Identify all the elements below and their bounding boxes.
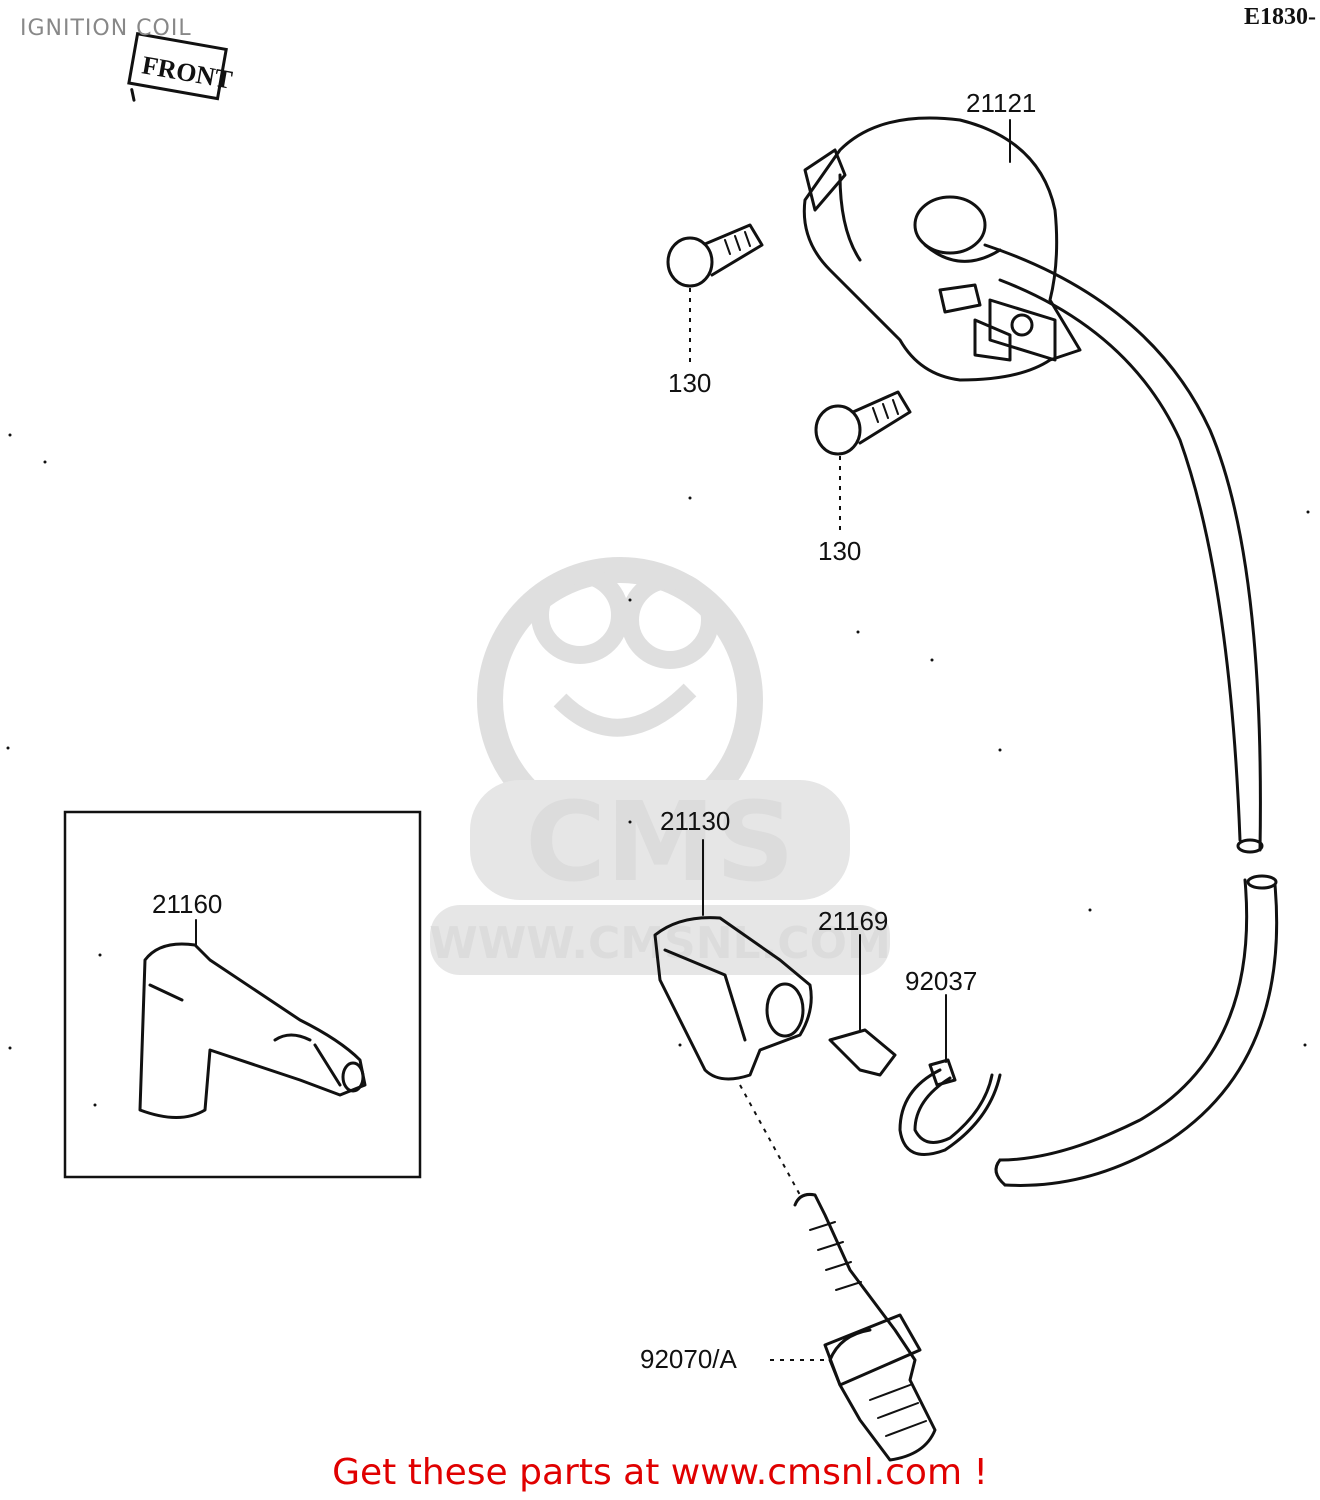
part-number-plug: 92070/A [640, 1344, 738, 1374]
part-number-bolt-upper: 130 [668, 368, 711, 398]
footer-link-text[interactable]: Get these parts at www.cmsnl.com ! [332, 1452, 988, 1493]
bolt-upper [666, 223, 764, 362]
inset-box [63, 810, 422, 1179]
clip [828, 934, 897, 1077]
scan-specks [6, 433, 1310, 1107]
part-number-bolt-lower: 130 [818, 536, 861, 566]
spark-plug [739, 1084, 937, 1462]
front-marker: FRONT [127, 32, 234, 102]
part-number-band: 92037 [905, 966, 977, 996]
part-number-cap-inset: 21160 [152, 889, 222, 919]
watermark-url: WWW.CMSNL.COM [429, 918, 891, 969]
plug-cap [653, 839, 813, 1081]
ignition-coil [802, 116, 1082, 382]
band [898, 994, 1002, 1156]
part-number-clip: 21169 [818, 906, 888, 936]
diagram-code: E1830- [1244, 4, 1316, 30]
ht-lead [983, 243, 1279, 1187]
watermark-brand: CMS [525, 778, 794, 906]
part-number-coil: 21121 [966, 88, 1036, 118]
bolt-lower [814, 390, 912, 532]
diagram-title: IGNITION COIL [20, 16, 192, 41]
part-number-cap: 21130 [660, 806, 730, 836]
